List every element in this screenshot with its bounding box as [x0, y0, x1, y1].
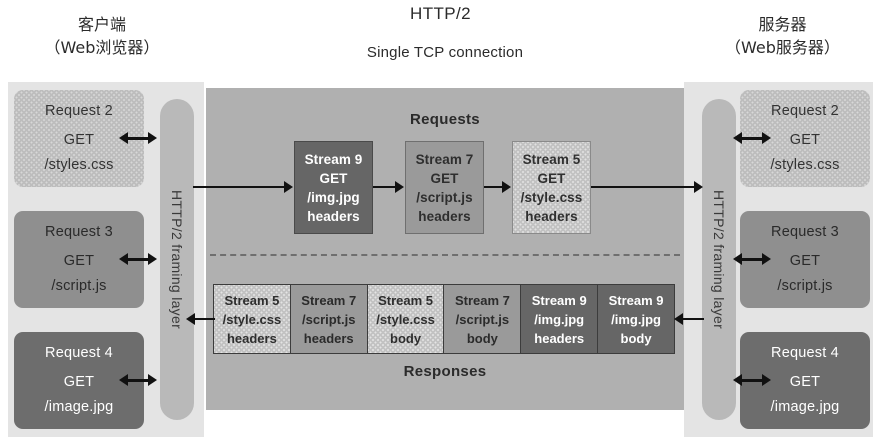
request-frame-path: /script.js [416, 190, 473, 205]
request-frame-method: GET [430, 171, 459, 186]
requests-section-label: Requests [410, 111, 480, 128]
request-card-name: Request 3 [45, 224, 113, 240]
request-frame-3[interactable]: Stream 5 GET /style.css headers [512, 141, 591, 234]
section-divider [210, 254, 680, 256]
request-card-path: /styles.css [44, 157, 114, 173]
client-framing-layer-bar: HTTP/2 framing layer [160, 99, 194, 420]
client-title: 客户端 （Web浏览器） [0, 13, 204, 59]
client-framing-layer-label: HTTP/2 framing layer [169, 189, 185, 330]
response-frame-6[interactable]: Stream 9 /img.jpg body [598, 285, 674, 353]
response-frame-stream: Stream 5 [378, 293, 434, 308]
response-frame-path: /style.css [222, 312, 282, 327]
response-frame-stream: Stream 5 [224, 293, 280, 308]
client-arrow-3-icon [119, 374, 157, 386]
response-frame-stream: Stream 9 [531, 293, 587, 308]
server-title: 服务器 （Web服务器） [684, 13, 881, 59]
server-framing-layer-label: HTTP/2 framing layer [711, 189, 727, 330]
request-card-path: /image.jpg [770, 399, 840, 415]
single-tcp-connection-label: Single TCP connection [366, 44, 524, 61]
request-card-path: /styles.css [770, 157, 840, 173]
response-frame-path: /script.js [455, 312, 510, 327]
client-arrow-2-icon [119, 253, 157, 265]
response-frame-3[interactable]: Stream 5 /style.css body [367, 285, 445, 353]
request-frame-method: GET [319, 171, 348, 186]
response-frame-part: body [466, 331, 498, 346]
responses-section-label: Responses [403, 363, 487, 380]
request-flow-arrow-1-icon [373, 181, 404, 193]
request-card-path: /script.js [51, 278, 107, 294]
request-frame-2[interactable]: Stream 7 GET /script.js headers [405, 141, 484, 234]
server-arrow-3-icon [733, 374, 771, 386]
response-frame-stream: Stream 7 [301, 293, 357, 308]
responses-frame-bar: Stream 5 /style.css headers Stream 7 /sc… [213, 284, 675, 354]
request-flow-arrow-out-icon [591, 181, 703, 193]
server-title-line2: （Web服务器） [725, 38, 840, 57]
request-frame-method: GET [537, 171, 566, 186]
request-frame-part: headers [525, 209, 578, 224]
response-frame-part: headers [534, 331, 585, 346]
request-frame-part: headers [418, 209, 471, 224]
request-card-name: Request 4 [771, 345, 839, 361]
request-flow-arrow-in-icon [193, 181, 293, 193]
request-card-method: GET [63, 253, 95, 269]
request-flow-arrow-2-icon [483, 181, 511, 193]
request-frame-stream: Stream 9 [304, 152, 363, 167]
response-flow-arrow-in-icon [674, 313, 704, 325]
request-card-name: Request 4 [45, 345, 113, 361]
request-card-method: GET [63, 374, 95, 390]
response-frame-stream: Stream 7 [454, 293, 510, 308]
request-card-name: Request 2 [45, 103, 113, 119]
client-arrow-1-icon [119, 132, 157, 144]
request-frame-path: /style.css [520, 190, 583, 205]
response-frame-part: body [620, 331, 652, 346]
server-request-card-1[interactable]: Request 2 GET /styles.css [740, 90, 870, 187]
response-frame-path: /img.jpg [611, 312, 661, 327]
request-frame-part: headers [307, 209, 360, 224]
client-request-card-3[interactable]: Request 4 GET /image.jpg [14, 332, 144, 429]
request-card-method: GET [63, 132, 95, 148]
request-card-name: Request 3 [771, 224, 839, 240]
response-frame-stream: Stream 9 [608, 293, 664, 308]
response-frame-5[interactable]: Stream 9 /img.jpg headers [521, 285, 599, 353]
request-card-method: GET [789, 374, 821, 390]
response-flow-arrow-out-icon [186, 313, 215, 325]
request-card-path: /image.jpg [44, 399, 114, 415]
server-arrow-1-icon [733, 132, 771, 144]
client-title-line1: 客户端 [77, 15, 126, 34]
server-framing-layer-bar: HTTP/2 framing layer [702, 99, 736, 420]
response-frame-path: /script.js [302, 312, 356, 327]
response-frame-4[interactable]: Stream 7 /script.js body [444, 285, 522, 353]
request-card-method: GET [789, 132, 821, 148]
response-frame-1[interactable]: Stream 5 /style.css headers [214, 285, 291, 353]
diagram-title: HTTP/2 [410, 4, 471, 23]
tcp-connection-panel [206, 88, 684, 410]
response-frame-part: headers [226, 331, 277, 346]
request-frame-path: /img.jpg [307, 190, 360, 205]
request-frame-1[interactable]: Stream 9 GET /img.jpg headers [294, 141, 373, 234]
request-card-path: /script.js [777, 278, 833, 294]
response-frame-part: body [390, 331, 422, 346]
server-title-line1: 服务器 [758, 15, 807, 34]
response-frame-path: /style.css [376, 312, 435, 327]
response-frame-path: /img.jpg [534, 312, 585, 327]
server-arrow-2-icon [733, 253, 771, 265]
request-card-method: GET [789, 253, 821, 269]
response-frame-part: headers [303, 331, 354, 346]
request-card-name: Request 2 [771, 103, 839, 119]
request-frame-stream: Stream 5 [522, 152, 581, 167]
request-frame-stream: Stream 7 [415, 152, 474, 167]
client-title-line2: （Web浏览器） [44, 38, 160, 57]
response-frame-2[interactable]: Stream 7 /script.js headers [290, 285, 368, 353]
